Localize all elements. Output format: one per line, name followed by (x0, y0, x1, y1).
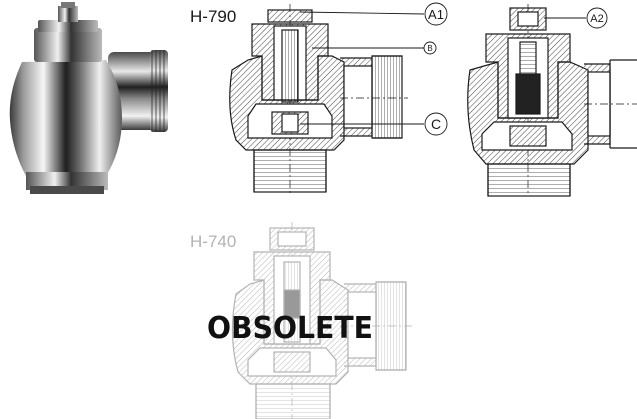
a2-callouts (544, 7, 608, 29)
callout-b-label: B (427, 44, 432, 53)
h790-callouts (299, 2, 448, 136)
valve-photo (9, 2, 168, 194)
callout-c-label: C (431, 116, 441, 132)
callout-a2-label: A2 (590, 13, 603, 25)
h790-section-drawing (229, 4, 408, 194)
callout-a1-circle (424, 2, 448, 26)
model-label-h790: H-790 (190, 7, 236, 26)
a2-section-drawing (467, 4, 637, 197)
obsolete-stamp: OBSOLETE (207, 311, 373, 346)
callout-b-circle (423, 41, 437, 55)
h740-section-drawing (231, 222, 414, 419)
callout-a1-label: A1 (428, 7, 444, 22)
callout-c-circle (424, 112, 448, 136)
model-label-h740: H-740 (190, 232, 236, 251)
callout-a2-circle (586, 7, 608, 29)
